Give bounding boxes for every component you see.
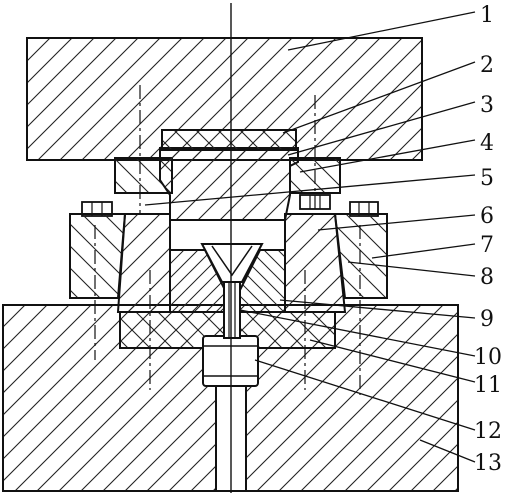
label-12: 12 (474, 419, 502, 444)
outer-clamp-ring (69, 213, 388, 299)
label-6: 6 (480, 204, 494, 229)
label-5: 5 (480, 166, 494, 191)
label-2: 2 (480, 53, 494, 78)
part-labels: 1 2 3 4 5 6 7 8 9 10 11 12 13 (474, 3, 502, 476)
workpiece-blank (200, 243, 264, 283)
construction-lines (94, 85, 361, 395)
label-10: 10 (474, 345, 502, 370)
conical-die-insert (116, 213, 347, 313)
label-8: 8 (480, 265, 494, 290)
label-7: 7 (480, 233, 494, 258)
label-1: 1 (480, 3, 494, 28)
die-cavity (169, 249, 286, 313)
ejector-pin (223, 281, 241, 339)
label-3: 3 (480, 93, 494, 118)
punch-body (159, 147, 299, 221)
label-13: 13 (474, 451, 502, 476)
label-11: 11 (474, 373, 502, 398)
label-4: 4 (480, 131, 494, 156)
label-9: 9 (480, 307, 494, 332)
leader-lines (144, 11, 476, 463)
punch-cap (161, 129, 297, 151)
